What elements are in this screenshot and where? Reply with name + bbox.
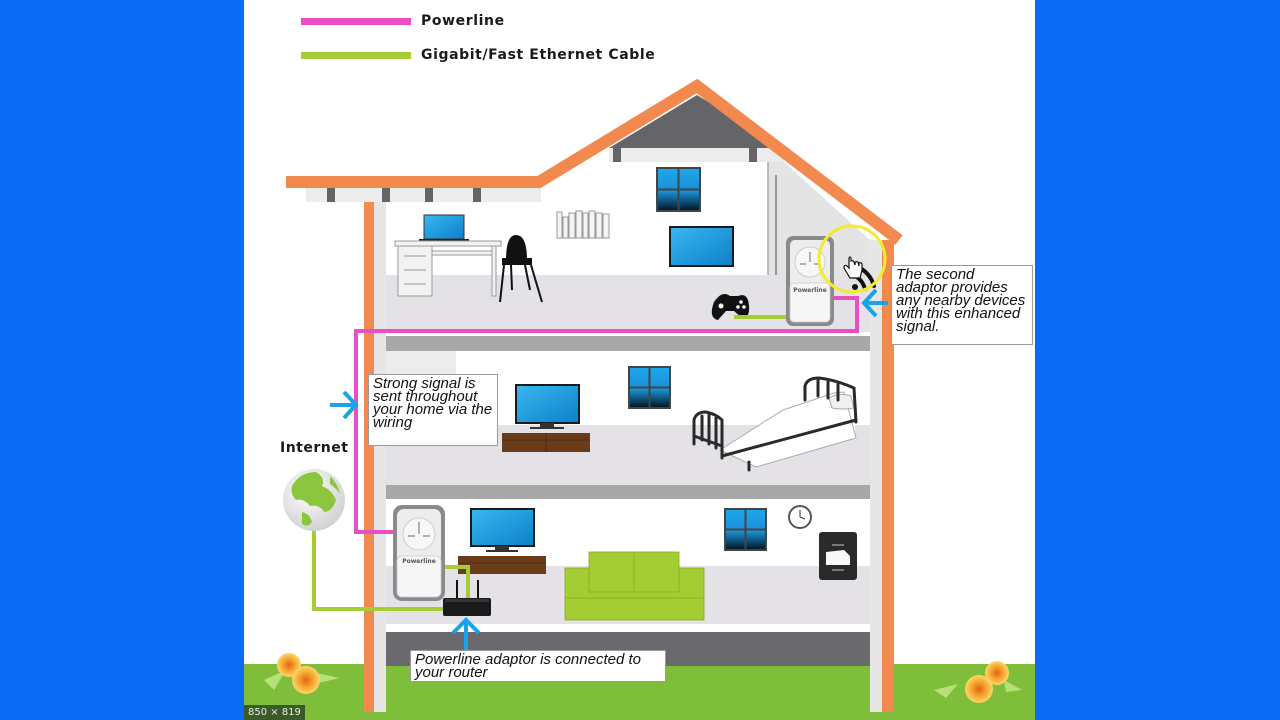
chair-icon xyxy=(499,235,543,303)
printer-icon xyxy=(819,532,857,580)
tv-icon xyxy=(515,384,580,429)
legend-label-ethernet: Gigabit/Fast Ethernet Cable xyxy=(421,47,656,63)
legend-swatch-powerline xyxy=(301,18,411,25)
attic-gable xyxy=(609,95,784,148)
powerline-wiring xyxy=(354,296,859,534)
eaves xyxy=(306,187,541,202)
flowers-right xyxy=(934,661,1022,703)
arrow-icon-second-adaptor xyxy=(861,288,888,318)
callout-wiring: Strong signal is sent throughout your ho… xyxy=(368,374,498,446)
ethernet-cable-adaptor-router xyxy=(445,565,470,598)
callout-second-adaptor: The second adaptor provides any nearby d… xyxy=(891,265,1033,345)
bed-icon xyxy=(692,376,858,472)
powerline-adaptor-living-room: Powerline xyxy=(393,505,445,601)
powerline-adaptor-attic: Powerline xyxy=(786,236,834,326)
sofa-icon xyxy=(564,551,705,621)
legend-label-powerline: Powerline xyxy=(421,13,505,29)
router-icon xyxy=(443,580,491,616)
adaptor-brand-label: Powerline xyxy=(402,558,436,565)
window-icon xyxy=(656,167,701,212)
house-diagram: Powerline xyxy=(244,18,1035,720)
laptop-icon xyxy=(419,214,469,242)
floor-slab-2 xyxy=(386,485,870,499)
adaptor-brand-label: Powerline xyxy=(793,287,827,294)
legend-swatch-ethernet xyxy=(301,52,411,59)
ethernet-cable-internet xyxy=(312,527,443,611)
tv-icon xyxy=(669,226,734,267)
highlight-ring xyxy=(817,224,887,294)
tv-stand-icon xyxy=(458,556,546,574)
window-icon xyxy=(628,366,671,409)
floor-slab-1 xyxy=(386,336,870,351)
wall-clock-icon xyxy=(788,505,812,529)
bookshelf-icon xyxy=(556,210,610,239)
flowers-left xyxy=(264,653,340,694)
tv-stand-icon xyxy=(502,433,590,452)
diagram-canvas: Powerline xyxy=(244,0,1035,720)
internet-globe-icon xyxy=(283,469,345,531)
hand-cursor-icon xyxy=(843,256,863,279)
roof xyxy=(286,78,903,245)
window-icon xyxy=(724,508,767,551)
arrow-icon-router xyxy=(451,617,481,650)
arrow-icon-wiring xyxy=(330,390,359,420)
tv-icon xyxy=(470,508,535,552)
image-size-badge: 850 × 819 xyxy=(244,705,305,720)
internet-label: Internet xyxy=(280,440,349,456)
game-controller-icon xyxy=(711,294,750,320)
callout-router: Powerline adaptor is connected to your r… xyxy=(410,650,666,682)
desk-icon xyxy=(394,240,502,297)
